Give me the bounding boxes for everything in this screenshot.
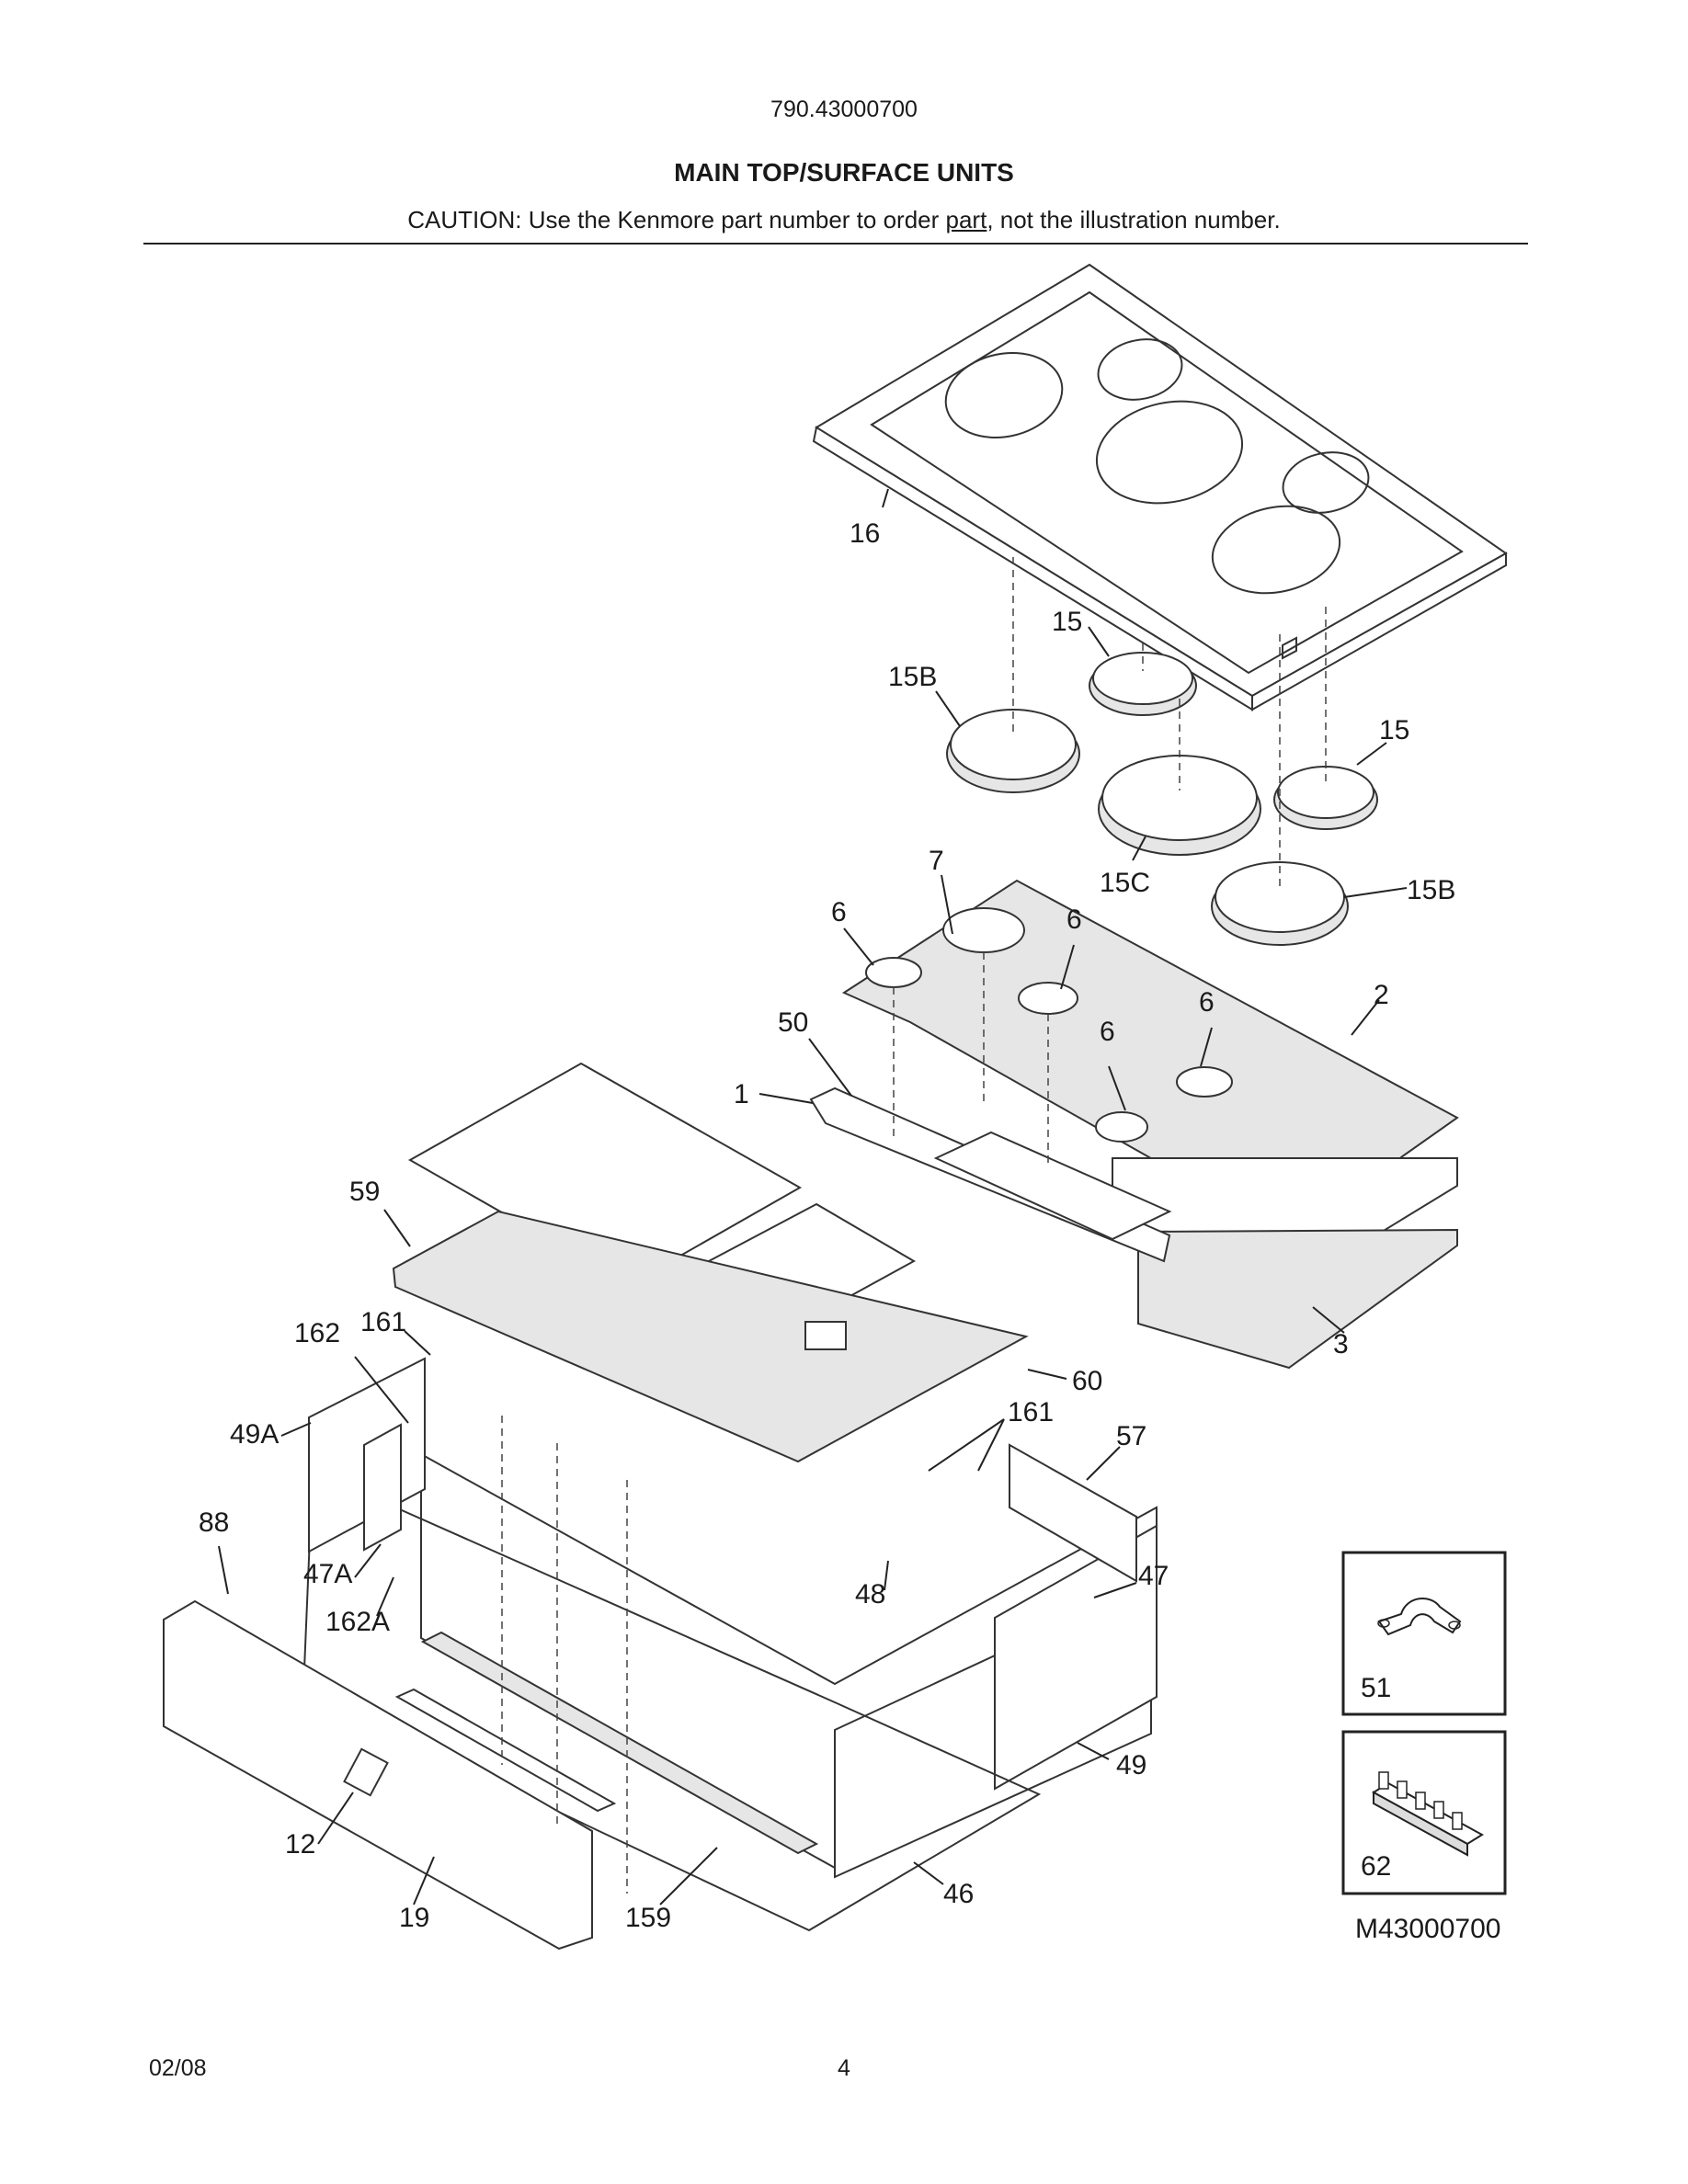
part-label: 47A: [303, 1559, 352, 1589]
part-label: 50: [778, 1007, 808, 1038]
part-label: 48: [855, 1579, 885, 1610]
page-number: 4: [838, 2055, 850, 2081]
footer-date: 02/08: [149, 2055, 207, 2081]
part-label: 15B: [1407, 875, 1455, 905]
part-label: 12: [285, 1829, 315, 1860]
inset-label: 51: [1361, 1673, 1391, 1703]
glass-cooktop-part: [812, 263, 1508, 711]
surface-element-15b-left: [946, 709, 1080, 793]
part-label: 7: [929, 846, 944, 876]
part-label: 15C: [1100, 868, 1150, 898]
inset-box-62: 62: [1341, 1730, 1507, 1895]
leader-lines: [218, 488, 1408, 1905]
part-label: 49: [1116, 1750, 1146, 1780]
inset-box-51: 51: [1341, 1551, 1507, 1716]
part-label: 6: [831, 897, 847, 927]
terminal-block-icon: [1372, 1771, 1484, 1857]
part-label: 16: [850, 518, 880, 549]
chassis-box-part: [302, 1452, 1158, 1932]
insulation-plate-part: [841, 879, 1459, 1370]
part-label: 15: [1052, 607, 1082, 637]
header-divider: [143, 243, 1528, 245]
inset-label: 62: [1361, 1851, 1391, 1882]
front-control-panel-part: [163, 1599, 593, 1951]
part-label: 46: [943, 1879, 974, 1909]
part-label: 59: [349, 1177, 380, 1207]
part-label: 15B: [888, 662, 937, 692]
figure-code: M43000700: [1355, 1914, 1500, 1944]
vent-grille-part: [420, 1631, 819, 1855]
part-label: 6: [1100, 1017, 1115, 1047]
caution-text-after: , not the illustration number.: [987, 206, 1281, 233]
part-label: 159: [625, 1903, 671, 1933]
shield-plate-part: [392, 1210, 1029, 1463]
page-title: MAIN TOP/SURFACE UNITS: [674, 158, 1014, 187]
caution-text-before: CAUTION: Use the Kenmore part number to …: [407, 206, 946, 233]
model-number: 790.43000700: [770, 97, 918, 122]
part-label: 49A: [230, 1419, 279, 1450]
part-label: 57: [1116, 1421, 1146, 1451]
part-label: 2: [1374, 980, 1389, 1010]
caution-underlined-word: part: [945, 206, 987, 233]
pipe-clamp-icon: [1377, 1597, 1462, 1636]
part-label: 19: [399, 1903, 429, 1933]
part-label: 162A: [325, 1607, 390, 1637]
part-label: 88: [199, 1507, 229, 1538]
surface-element-15b-right: [1211, 861, 1349, 946]
part-label: 161: [1008, 1397, 1054, 1428]
part-label: 1: [734, 1079, 749, 1109]
trim-strip-part: [394, 1688, 617, 1813]
gaskets-6-7: [865, 907, 1233, 1143]
part-label: 3: [1333, 1329, 1349, 1359]
part-label: 6: [1199, 987, 1215, 1018]
part-label: 47: [1138, 1561, 1169, 1591]
bracket-part: [809, 1086, 1172, 1263]
surface-element-15-right: [1273, 766, 1378, 830]
part-label: 6: [1066, 904, 1082, 935]
part-labels: 16 15 15B 15 7 15C 15B 6 6 2 50 6 6 1 59…: [199, 518, 1455, 1933]
part-label: 162: [294, 1318, 340, 1348]
assembly-guide-lines: [501, 557, 1327, 1894]
caution-note: CAUTION: Use the Kenmore part number to …: [0, 206, 1688, 234]
part-label: 161: [360, 1307, 406, 1337]
part-label: 15: [1379, 715, 1409, 745]
part-label: 60: [1072, 1366, 1102, 1396]
surface-element-15c-center: [1098, 755, 1261, 856]
